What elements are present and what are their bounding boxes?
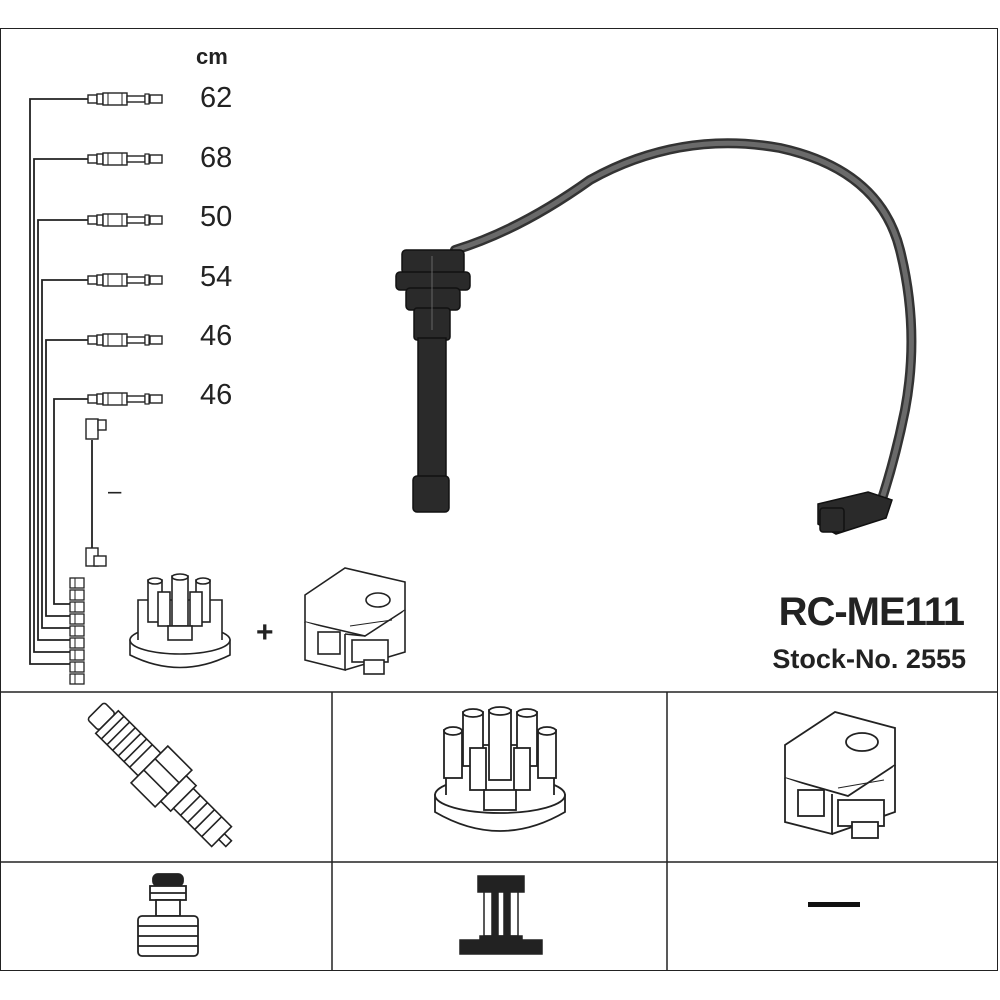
cable-length-6: 46 [200, 379, 233, 411]
cable-5 [45, 339, 88, 617]
spark-plug-boot [395, 249, 471, 513]
spark-plug-terminal-icon [137, 873, 199, 957]
coil-lead-ends [85, 418, 107, 567]
cable-length-5: 46 [200, 320, 233, 352]
coil-lead-length: – [108, 478, 122, 505]
distributor-cap-icon [434, 706, 566, 832]
spark-plug-icon [87, 702, 233, 848]
length-unit-label: cm [196, 44, 228, 69]
cable-3 [37, 219, 88, 641]
diagram-frame [0, 28, 998, 971]
cable-wire [450, 138, 917, 510]
cable-length-1: 62 [200, 82, 233, 114]
stock-number: Stock-No. 2555 [772, 644, 966, 674]
cable-length-2: 68 [200, 142, 233, 174]
cable-4 [41, 279, 88, 629]
cable-2 [33, 158, 88, 653]
ignition-coil-small-icon [304, 567, 406, 675]
cable-6 [53, 398, 88, 605]
plus-separator: + [256, 616, 274, 649]
product-model: RC-ME111 [778, 590, 965, 634]
ignition-cable-illustration [395, 138, 917, 535]
no-coil-terminal-dash [808, 902, 860, 907]
cable-length-3: 50 [200, 201, 233, 233]
parts-table-grid [0, 691, 998, 971]
cable-length-4: 54 [200, 261, 233, 293]
distributor-terminals [69, 577, 85, 685]
ignition-coil-icon [784, 711, 896, 839]
cable-1 [29, 98, 88, 665]
cable-harness [29, 98, 93, 665]
cable-end-connectors [87, 92, 163, 406]
distributor-terminal-icon [459, 875, 543, 955]
coil-boot [817, 491, 893, 535]
distributor-cap-small-icon [129, 573, 231, 669]
